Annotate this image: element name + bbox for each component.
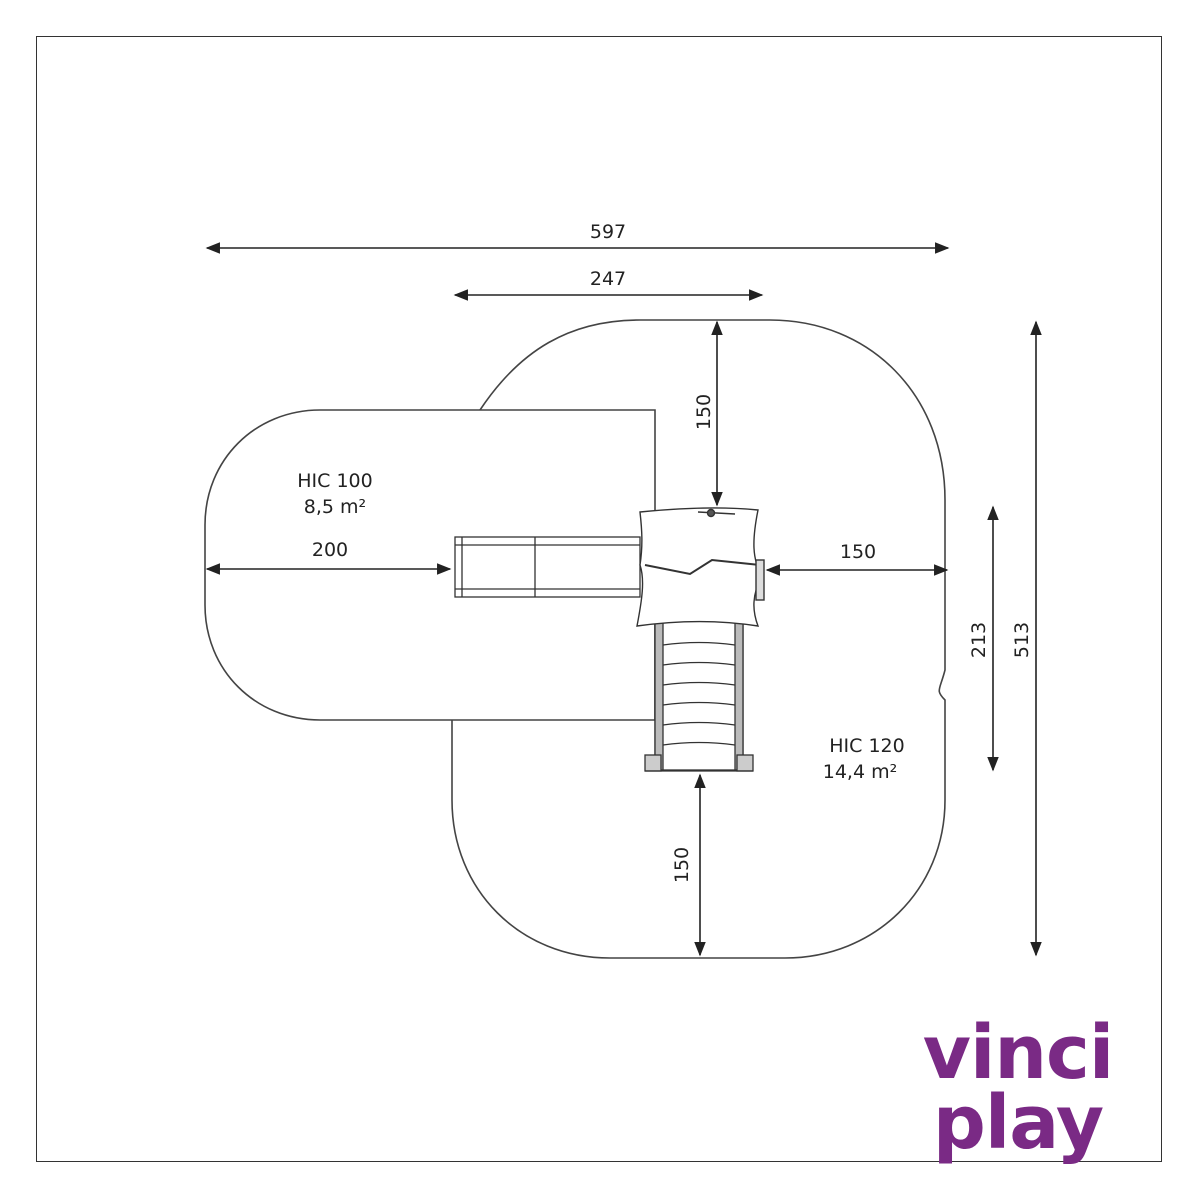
left-clearance-label: 200 — [312, 539, 348, 561]
total-width-label: 597 — [590, 221, 626, 243]
dimension-lines — [205, 242, 1042, 957]
right-zone-hic-label: HIC 120 — [829, 735, 904, 757]
drawing-frame — [36, 36, 1162, 1162]
bottom-clearance-label: 150 — [671, 847, 693, 883]
inner-width-label: 247 — [590, 268, 626, 290]
top-clearance-label: 150 — [693, 394, 715, 430]
slide-element — [454, 536, 641, 598]
left-zone-hic-label: HIC 100 — [297, 470, 372, 492]
total-height-label: 513 — [1011, 622, 1033, 658]
ladder-element — [644, 619, 754, 772]
logo-line-play: play — [933, 1080, 1103, 1166]
vinci-play-logo: vinci play — [923, 1010, 1115, 1166]
right-clearance-label: 150 — [840, 541, 876, 563]
tower-platform — [636, 507, 765, 627]
right-safety-zone-outline — [451, 319, 946, 959]
right-zone-area-label: 14,4 m² — [823, 761, 897, 783]
left-safety-zone-outline — [204, 409, 656, 721]
left-zone-area-label: 8,5 m² — [304, 496, 366, 518]
logo-line-vinci: vinci — [923, 1010, 1114, 1096]
inner-height-label: 213 — [968, 622, 990, 658]
